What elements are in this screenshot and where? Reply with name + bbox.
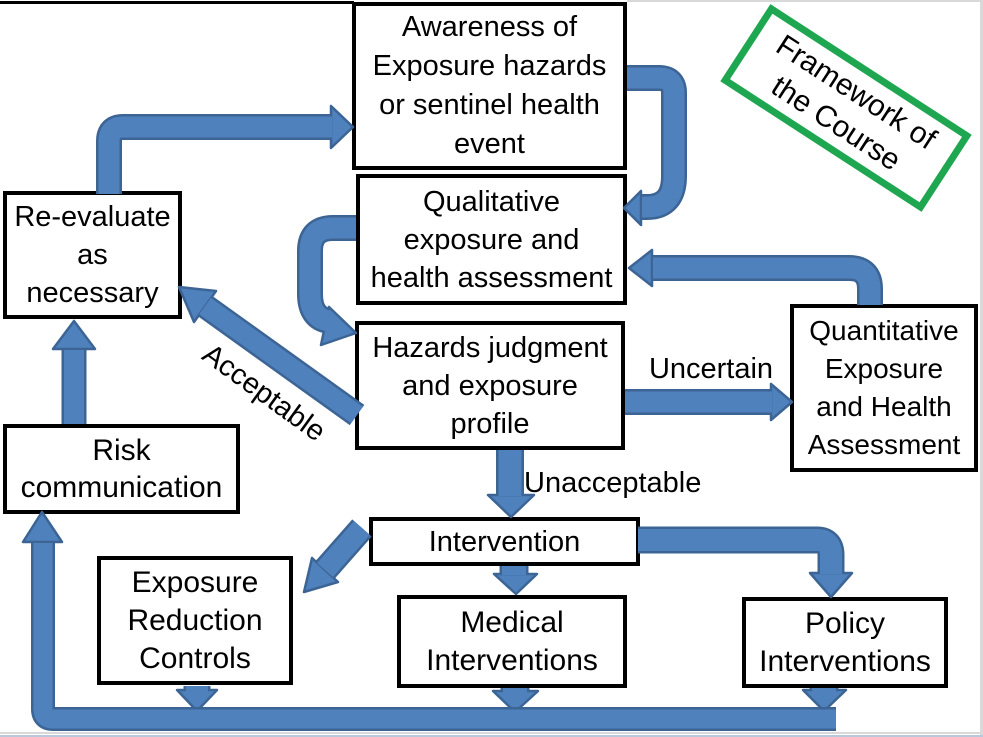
arrow-uncertain-to-quantitative (625, 382, 794, 422)
edge-label-unacceptable: Unacceptable (524, 467, 702, 499)
node-medical-interventions: Medical Interventions (397, 595, 627, 688)
arrow-reevaluate-to-awareness (96, 104, 355, 194)
node-qualitative-assessment: Qualitative exposure and health assessme… (356, 174, 627, 305)
node-risk-communication: Risk communication (3, 424, 240, 514)
arrow-medical-to-bar (491, 688, 540, 714)
slide-right-edge (980, 0, 983, 737)
arrow-intervention-to-medical (492, 566, 539, 596)
framework-of-the-course-badge: Framework of the Course (720, 4, 972, 212)
slide-top-edge (627, 0, 983, 2)
slide-top-border (0, 1, 354, 4)
arrow-awareness-to-qualitative (622, 65, 687, 227)
node-policy-interventions: Policy Interventions (742, 597, 948, 688)
slide-bottom-edge (0, 732, 983, 734)
arrow-intervention-to-erc (302, 519, 372, 594)
arrow-quantitative-to-qualitative (627, 248, 883, 305)
node-intervention: Intervention (369, 517, 640, 566)
node-quantitative-assessment: Quantitative Exposure and Health Assessm… (790, 304, 978, 472)
arrow-risk-to-reevaluate (51, 319, 97, 424)
slide-bottom-strip (0, 735, 983, 737)
node-re-evaluate: Re-evaluate as necessary (3, 191, 182, 319)
arrow-qualitative-to-hazards (297, 215, 358, 347)
arrow-policy-to-bar (801, 688, 848, 713)
node-awareness-of-exposure-hazards: Awareness of Exposure hazards or sentine… (352, 2, 627, 170)
node-exposure-reduction-controls: Exposure Reduction Controls (97, 556, 293, 685)
arrow-erc-to-bar (175, 686, 219, 713)
edge-label-uncertain: Uncertain (648, 353, 774, 385)
node-hazards-judgment: Hazards judgment and exposure profile (355, 321, 625, 450)
arrow-intervention-to-policy (638, 526, 854, 599)
